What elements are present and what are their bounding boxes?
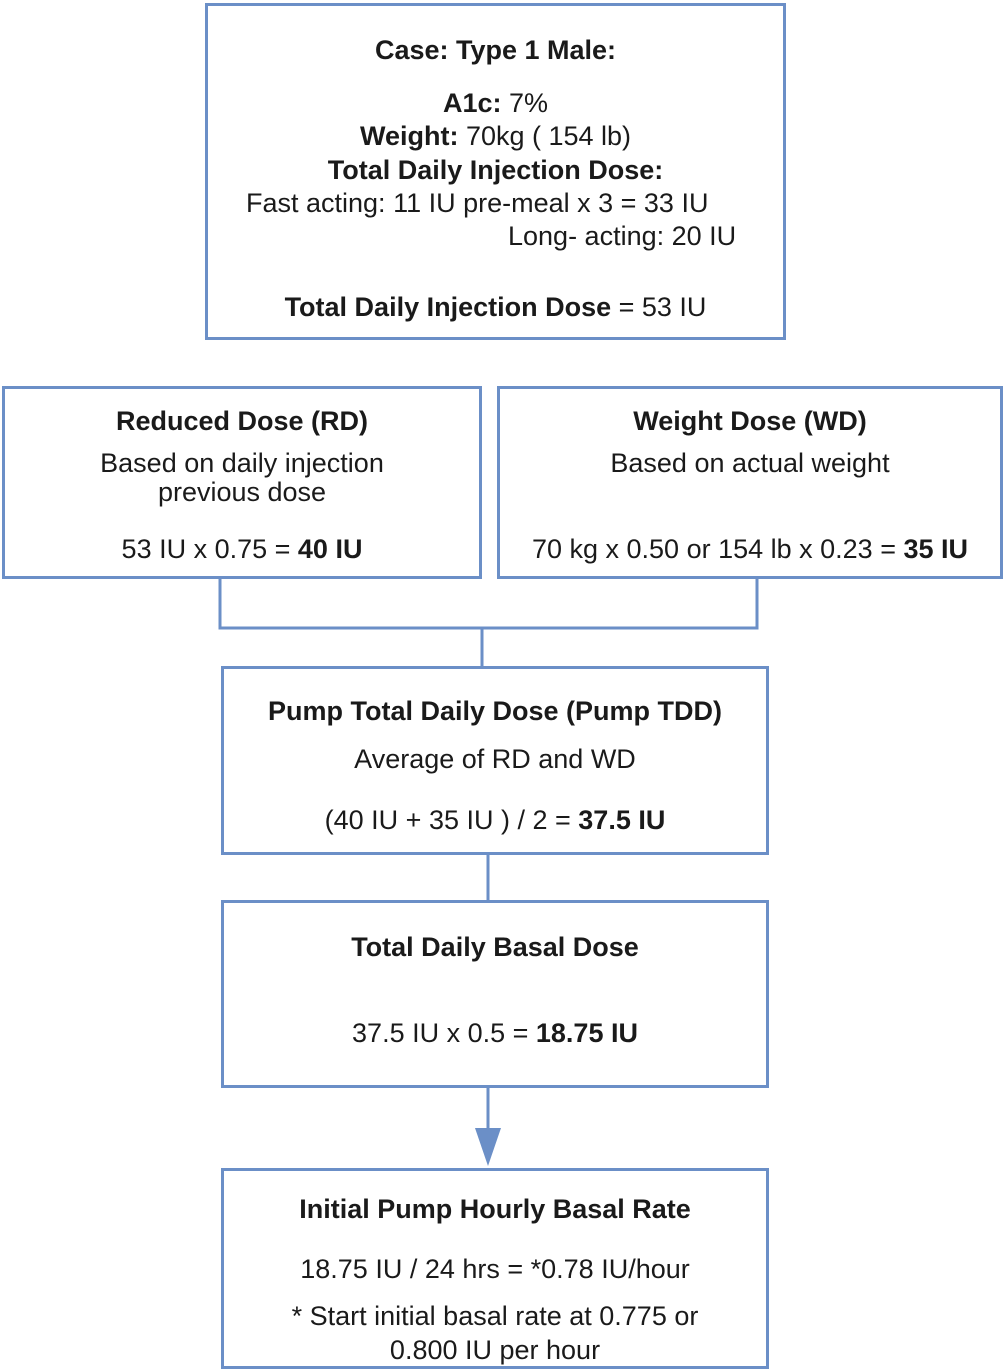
rate-calc: 18.75 IU / 24 hrs = *0.78 IU/hour: [300, 1254, 690, 1284]
fast-acting-line: Fast acting: 11 IU pre-meal x 3 = 33 IU: [246, 188, 709, 218]
pump-tdd-box: Pump Total Daily Dose (Pump TDD) Average…: [221, 666, 769, 855]
wd-title: Weight Dose (WD): [633, 406, 867, 436]
rate-title: Initial Pump Hourly Basal Rate: [299, 1194, 691, 1224]
rate-note-line1: * Start initial basal rate at 0.775 or: [291, 1301, 699, 1331]
arrow-head-icon: [475, 1128, 501, 1166]
case-title: Case: Type 1 Male:: [374, 35, 617, 65]
rd-wd-merge-connector: [218, 578, 759, 630]
basal-calc: 37.5 IU x 0.5 = 18.75 IU: [352, 1018, 638, 1048]
tdd-title: Pump Total Daily Dose (Pump TDD): [267, 696, 723, 726]
weight-dose-box: Weight Dose (WD) Based on actual weight …: [497, 386, 1003, 579]
hourly-rate-box: Initial Pump Hourly Basal Rate 18.75 IU …: [221, 1168, 769, 1369]
tdd-calc: (40 IU + 35 IU ) / 2 = 37.5 IU: [324, 805, 666, 835]
reduced-dose-box: Reduced Dose (RD) Based on daily injecti…: [2, 386, 482, 579]
basal-dose-box: Total Daily Basal Dose 37.5 IU x 0.5 = 1…: [221, 900, 769, 1088]
rd-desc-line2: previous dose: [157, 477, 327, 507]
wd-desc: Based on actual weight: [610, 448, 890, 478]
basal-title: Total Daily Basal Dose: [351, 932, 639, 962]
long-acting-line: Long- acting: 20 IU: [508, 221, 737, 251]
wd-calc: 70 kg x 0.50 or 154 lb x 0.23 = 35 IU: [531, 534, 969, 564]
rd-desc-line1: Based on daily injection: [100, 448, 384, 478]
rate-note-line2: 0.800 IU per hour: [389, 1335, 601, 1365]
case-box: Case: Type 1 Male: A1c: 7% Weight: 70kg …: [205, 3, 786, 340]
weight-line: Weight: 70kg ( 154 lb): [359, 121, 632, 151]
case-total-line: Total Daily Injection Dose = 53 IU: [284, 292, 707, 322]
a1c-line: A1c: 7%: [442, 88, 549, 118]
tdid-heading: Total Daily Injection Dose:: [327, 155, 664, 185]
tdd-desc: Average of RD and WD: [354, 744, 636, 774]
rd-title: Reduced Dose (RD): [115, 406, 369, 436]
rd-calc: 53 IU x 0.75 = 40 IU: [121, 534, 363, 564]
